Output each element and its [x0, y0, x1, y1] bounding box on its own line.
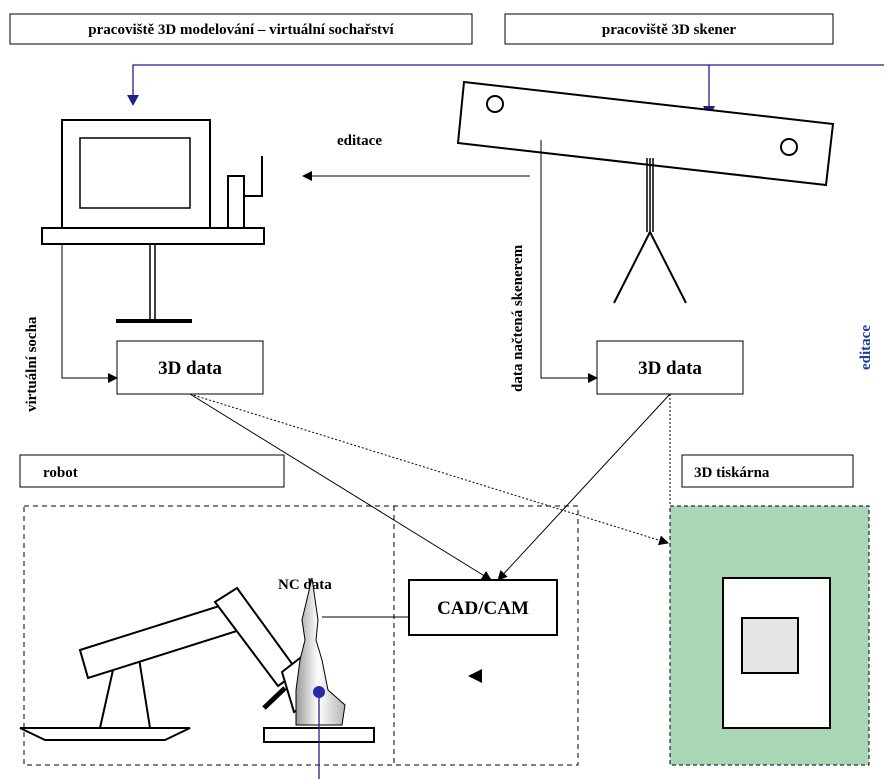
header-modeling-box: pracoviště 3D modelování – virtuální soc… [9, 13, 473, 45]
data-box-left: 3D data [116, 340, 264, 395]
computer-icon [41, 119, 265, 323]
header-modeling-label: pracoviště 3D modelování – virtuální soc… [88, 22, 394, 38]
data-box-right: 3D data [596, 340, 744, 395]
header-scanner-label: pracoviště 3D skener [602, 22, 736, 38]
cadcam-box: CAD/CAM [408, 579, 558, 636]
printed-object [741, 617, 799, 674]
robot-label-box: robot [19, 454, 285, 488]
editace-top-label: editace [337, 133, 382, 149]
small-arrowhead [468, 669, 482, 683]
data-left-label: 3D data [158, 358, 222, 379]
printer-area [669, 505, 870, 766]
data-right-label: 3D data [638, 358, 702, 379]
header-scanner-box: pracoviště 3D skener [504, 13, 834, 45]
robot-label: robot [43, 465, 78, 481]
scanner-icon [456, 80, 835, 304]
blue-arrow-computer [127, 95, 139, 106]
blue-dot [313, 686, 325, 698]
cadcam-label: CAD/CAM [437, 598, 529, 619]
printer-label: 3D tiskárna [694, 465, 770, 481]
printer-label-box: 3D tiskárna [681, 454, 854, 488]
robot-area-outer [23, 505, 579, 766]
virtual-statue-label: virtuální socha [24, 316, 40, 412]
nc-data-label: NC data [278, 577, 332, 593]
robot-arm-icon [19, 586, 316, 741]
scanner-data-label: data načtená skenerem [510, 244, 526, 392]
editace-right-label: editace [858, 325, 874, 370]
